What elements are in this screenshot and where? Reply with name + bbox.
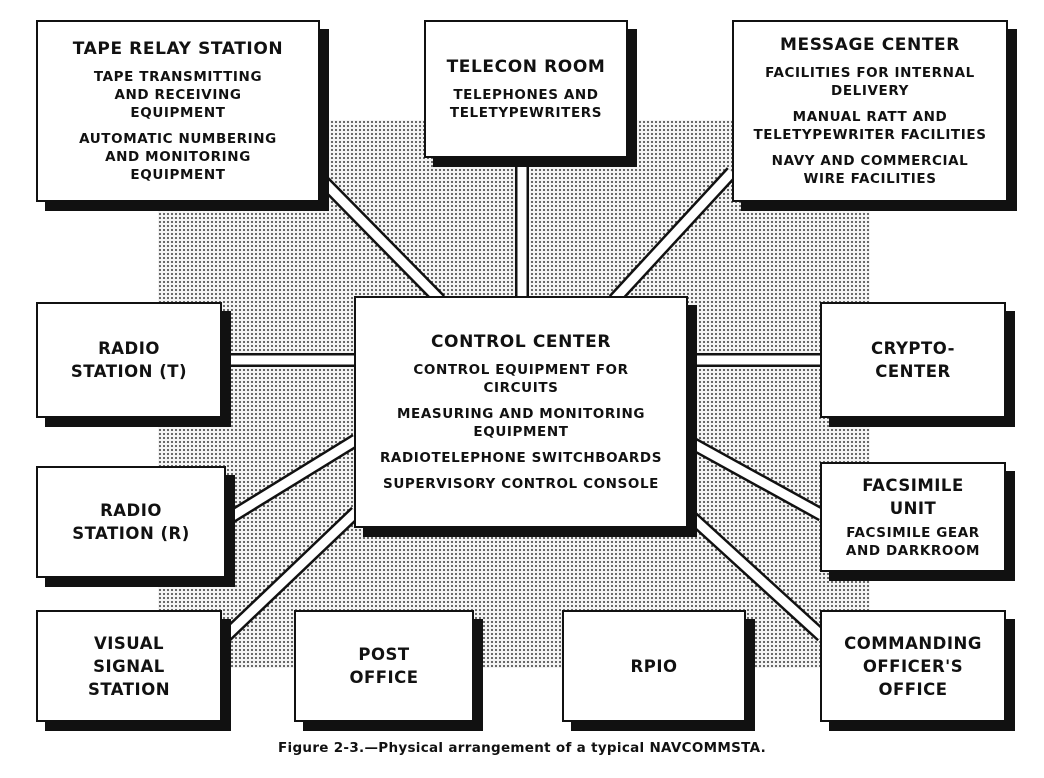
crypto-center-box: CRYPTO- CENTER	[820, 302, 1006, 418]
facsimile-unit-box: FACSIMILE UNIT FACSIMILE GEAR AND DARKRO…	[820, 462, 1006, 572]
rpio-line: RPIO	[630, 656, 678, 676]
tape-relay-line: EQUIPMENT	[130, 104, 226, 121]
control-center-line: CONTROL EQUIPMENT FOR	[413, 361, 629, 378]
commanding-officer-box: COMMANDING OFFICER'S OFFICE	[820, 610, 1006, 722]
message-center-line: FACILITIES FOR INTERNAL	[765, 64, 975, 81]
control-center-title: CONTROL CENTER	[430, 331, 612, 352]
visual-signal-line: STATION	[87, 679, 171, 699]
facsimile-title: FACSIMILE	[862, 476, 964, 495]
tape-relay-line: AND MONITORING	[105, 148, 251, 165]
tape-relay-line: AUTOMATIC NUMBERING	[79, 130, 277, 147]
facsimile-title: UNIT	[889, 499, 937, 518]
commanding-line: COMMANDING	[844, 633, 982, 653]
tape-relay-line: EQUIPMENT	[130, 166, 226, 183]
commanding-line: OFFICE	[878, 679, 948, 699]
radio-station-t-box: RADIO STATION (T)	[36, 302, 222, 418]
message-center-line: MANUAL RATT AND	[792, 108, 948, 125]
telecon-line: TELEPHONES AND	[453, 86, 599, 103]
message-center-line: NAVY AND COMMERCIAL	[771, 152, 969, 169]
facsimile-line: AND DARKROOM	[845, 543, 981, 559]
control-center-line: RADIOTELEPHONE SWITCHBOARDS	[379, 449, 663, 466]
control-center-box: CONTROL CENTER CONTROL EQUIPMENT FOR CIR…	[354, 296, 688, 528]
message-center-box: MESSAGE CENTER FACILITIES FOR INTERNAL D…	[732, 20, 1008, 202]
tape-relay-line: AND RECEIVING	[114, 86, 242, 103]
telecon-line: TELETYPEWRITERS	[449, 104, 603, 121]
visual-signal-line: SIGNAL	[93, 656, 165, 676]
control-center-line: EQUIPMENT	[473, 423, 569, 440]
visual-signal-line: VISUAL	[94, 633, 164, 653]
telecon-room-box: TELECON ROOM TELEPHONES AND TELETYPEWRIT…	[424, 20, 628, 158]
facsimile-line: FACSIMILE GEAR	[846, 525, 980, 541]
radio-t-line: STATION (T)	[70, 362, 188, 381]
radio-station-r-box: RADIO STATION (R)	[36, 466, 226, 578]
post-office-line: OFFICE	[349, 668, 419, 687]
tape-relay-title: TAPE RELAY STATION	[72, 38, 284, 59]
control-center-line: MEASURING AND MONITORING	[396, 405, 646, 422]
tape-relay-station-box: TAPE RELAY STATION TAPE TRANSMITTING AND…	[36, 20, 320, 202]
message-center-title: MESSAGE CENTER	[780, 34, 960, 55]
telecon-title: TELECON ROOM	[446, 56, 606, 77]
visual-signal-station-box: VISUAL SIGNAL STATION	[36, 610, 222, 722]
post-office-line: POST	[358, 645, 410, 664]
message-center-line: TELETYPEWRITER FACILITIES	[753, 126, 987, 143]
control-center-line: SUPERVISORY CONTROL CONSOLE	[383, 475, 659, 492]
post-office-box: POST OFFICE	[294, 610, 474, 722]
control-center-line: CIRCUITS	[483, 379, 559, 396]
tape-relay-line: TAPE TRANSMITTING	[93, 68, 263, 85]
message-center-line: WIRE FACILITIES	[803, 170, 937, 187]
radio-r-line: STATION (R)	[72, 524, 190, 543]
figure-caption: Figure 2-3.—Physical arrangement of a ty…	[278, 740, 766, 756]
message-center-line: DELIVERY	[831, 82, 909, 99]
crypto-line: CRYPTO-	[871, 339, 955, 358]
radio-t-line: RADIO	[98, 339, 160, 358]
commanding-line: OFFICER'S	[862, 656, 964, 676]
rpio-box: RPIO	[562, 610, 746, 722]
crypto-line: CENTER	[875, 362, 951, 381]
radio-r-line: RADIO	[100, 501, 162, 520]
